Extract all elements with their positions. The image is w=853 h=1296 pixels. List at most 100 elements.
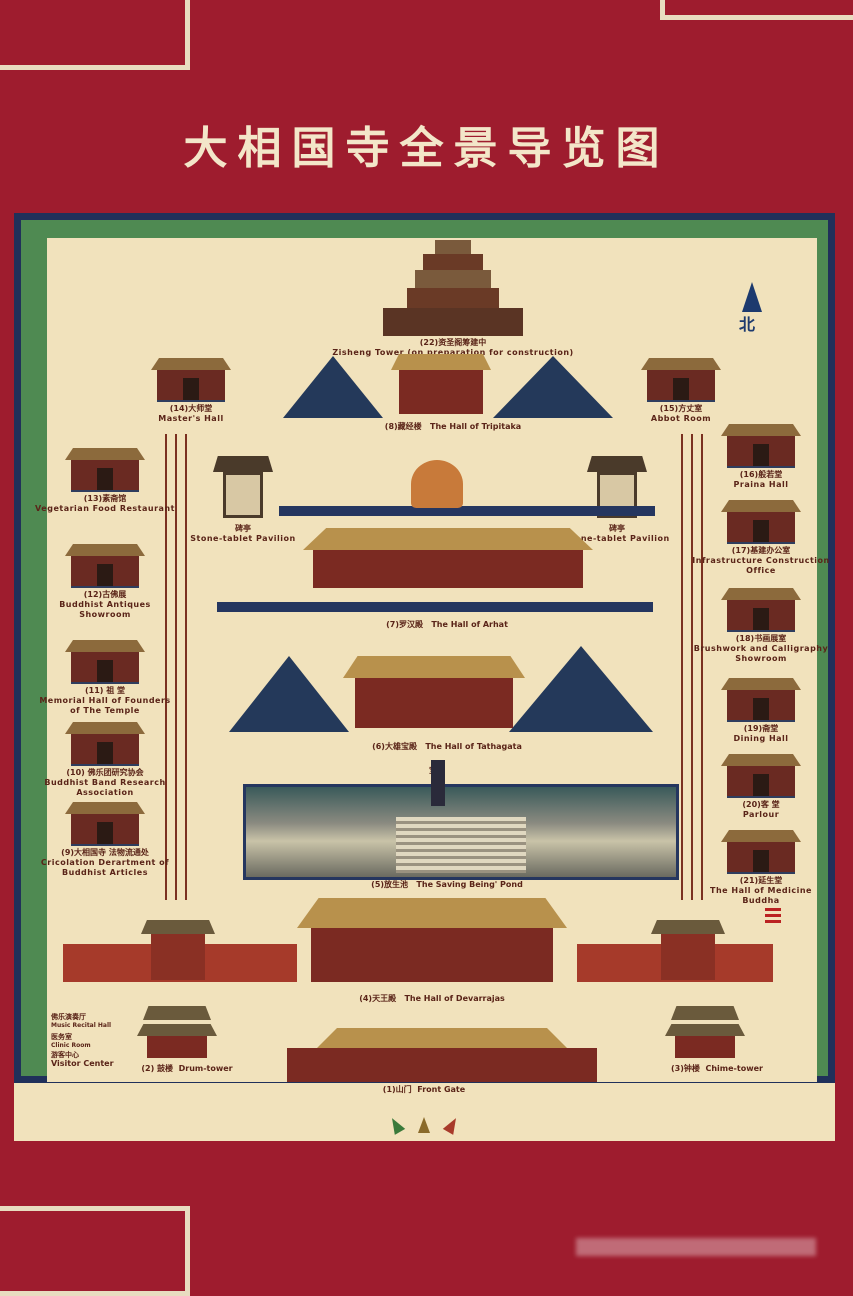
building-18-en: Brushwork and Calligraphy Showroom — [693, 644, 829, 663]
pavilion-walkway — [279, 506, 655, 516]
hall-of-devarrajas — [297, 898, 567, 984]
building-21 — [721, 830, 801, 874]
hall-8-label: (8)藏经楼 The Hall of Tripitaka — [307, 422, 599, 432]
side-gate-right — [651, 920, 725, 982]
building-17-en: Infrastructure Construction Office — [692, 556, 830, 575]
entry-arrow-icon — [442, 1115, 462, 1135]
arrow-line — [175, 434, 177, 900]
building-21-en: The Hall of Medicine Buddha — [710, 886, 812, 905]
drum-tower — [137, 1006, 217, 1060]
building-17-zh: (17)基建办公室 — [731, 546, 791, 555]
building-15-en: Abbot Room — [650, 414, 712, 423]
arrow-line — [165, 434, 167, 900]
building-9-en: Cricolation Derartment of Buddhist Artic… — [40, 858, 170, 877]
hall-8-en: The Hall of Tripitaka — [430, 422, 522, 431]
pavilion-right-en: Stone-tablet Pavilion — [564, 534, 670, 543]
tree — [283, 356, 383, 418]
building-20 — [721, 754, 801, 798]
hall-7-label: (7)罗汉殿 The Hall of Arhat — [297, 620, 597, 630]
chime-tower-en: Chime-tower — [705, 1064, 763, 1073]
incense-burner-icon — [411, 460, 463, 508]
map-footer: (1)山门 Front Gate — [14, 1083, 835, 1141]
hall-of-tripitaka — [391, 354, 491, 416]
building-17 — [721, 500, 801, 544]
zisheng-tower — [383, 240, 523, 336]
building-19 — [721, 678, 801, 722]
building-12 — [65, 544, 145, 588]
arrow-line — [691, 434, 693, 900]
visitor-center-en: Visitor Center — [51, 1059, 114, 1068]
building-9 — [65, 802, 145, 846]
hall-4-label: (4)天王殿 The Hall of Devarrajas — [297, 994, 567, 1004]
tower-22-en: Zisheng Tower (on preparation for constr… — [332, 348, 574, 357]
building-19-en: Dining Hall — [733, 734, 789, 743]
building-14-zh: (14)大师堂 — [169, 404, 213, 413]
clinic-en: Clinic Room — [51, 1042, 91, 1049]
arhat-walkway — [217, 602, 653, 612]
building-13-zh: (13)素斋馆 — [83, 494, 127, 503]
building-14 — [151, 358, 231, 402]
restroom-sign-icon — [765, 908, 781, 924]
hall-4-en: The Hall of Devarrajas — [404, 994, 505, 1003]
map-board: 北 (22)资圣阁筹建中 Zisheng Tower (on preparati… — [14, 213, 835, 1083]
entry-arrow-icon — [386, 1115, 406, 1135]
hall-7-zh: (7)罗汉殿 — [386, 620, 423, 629]
pond-5-label: (5)放生池 The Saving Being' Pond — [297, 880, 597, 890]
tree — [493, 356, 613, 418]
building-20-zh: (20)客 堂 — [742, 800, 780, 809]
frame-corner-top-left — [0, 0, 190, 70]
pond-5-zh: (5)放生池 — [371, 880, 409, 889]
frame-corner-bottom-left — [0, 1206, 190, 1296]
building-10-en: Buddhist Band Research Association — [44, 778, 166, 797]
saving-being-pond — [243, 784, 679, 880]
building-19-zh: (19)斋堂 — [743, 724, 779, 733]
building-9-zh: (9)大相国寺 法物流通处 — [61, 848, 149, 857]
front-gate-en: Front Gate — [417, 1085, 466, 1094]
building-18 — [721, 588, 801, 632]
building-10 — [65, 722, 145, 766]
arrow-line — [185, 434, 187, 900]
building-12-en: Buddhist Antiques Showroom — [59, 600, 151, 619]
drum-tower-en: Drum-tower — [178, 1064, 233, 1073]
front-gate-zh: (1)山门 — [382, 1085, 412, 1094]
map-title: 大相国寺全景导览图 — [183, 123, 670, 174]
arrow-line — [701, 434, 703, 900]
building-14-en: Master's Hall — [158, 414, 224, 423]
clinic-zh: 医务室 — [51, 1033, 72, 1041]
building-16-en: Praina Hall — [733, 480, 789, 489]
hall-6-en: The Hall of Tathagata — [425, 742, 522, 751]
chime-tower — [665, 1006, 745, 1060]
tree — [229, 656, 349, 732]
hall-6-label: (6)大雄宝殿 The Hall of Tathagata — [297, 742, 597, 752]
music-hall-en: Music Recital Hall — [51, 1022, 112, 1029]
building-11 — [65, 640, 145, 684]
tree — [509, 646, 653, 732]
hall-4-zh: (4)天王殿 — [359, 994, 397, 1003]
building-13 — [65, 448, 145, 492]
hall-of-tathagata — [343, 656, 525, 730]
building-11-en: Memorial Hall of Founders of The Temple — [39, 696, 171, 715]
building-15 — [641, 358, 721, 402]
frame-corner-top-right — [660, 0, 853, 20]
hall-6-zh: (6)大雄宝殿 — [372, 742, 417, 751]
north-label: 北 — [739, 315, 756, 334]
stone-tablet-pavilion-right — [587, 456, 647, 520]
building-16 — [721, 424, 801, 468]
map-area: 北 (22)资圣阁筹建中 Zisheng Tower (on preparati… — [35, 238, 829, 1082]
hall-7-en: The Hall of Arhat — [431, 620, 508, 629]
steps — [396, 817, 526, 873]
building-21-zh: (21)延生堂 — [739, 876, 783, 885]
chime-tower-zh: (3)钟楼 — [671, 1064, 700, 1073]
building-12-zh: (12)古佛展 — [83, 590, 127, 599]
stone-tablet-pavilion-left — [213, 456, 273, 520]
building-20-en: Parlour — [742, 810, 780, 819]
building-11-zh: (11) 祖 堂 — [84, 686, 125, 695]
building-13-en: Vegetarian Food Restaurant — [35, 504, 175, 513]
north-arrow-icon — [742, 282, 762, 312]
building-16-zh: (16)般若堂 — [739, 470, 783, 479]
pavilion-left-zh: 碑亭 — [235, 524, 251, 533]
pagoda-icon — [431, 760, 445, 806]
pavilion-left-en: Stone-tablet Pavilion — [190, 534, 296, 543]
arrow-line — [681, 434, 683, 900]
tower-22-zh: (22)资圣阁筹建中 — [419, 338, 487, 347]
